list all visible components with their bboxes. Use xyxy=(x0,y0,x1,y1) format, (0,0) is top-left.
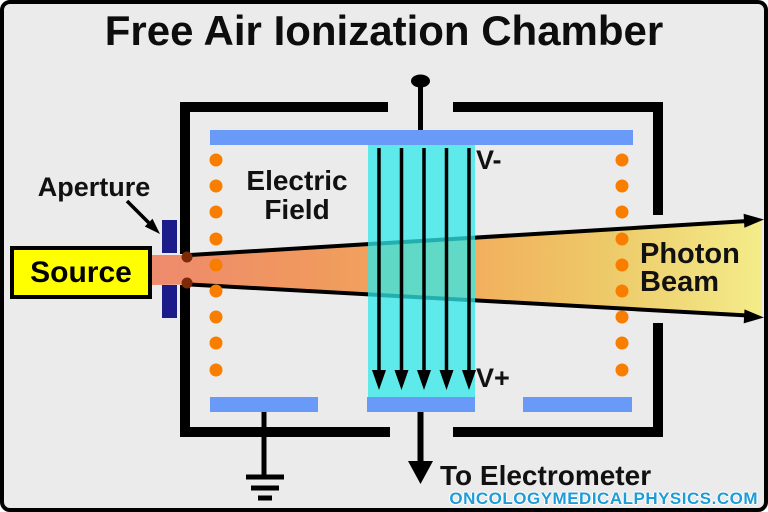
ion-dot xyxy=(209,179,223,193)
electric-field-label-line1: Electric xyxy=(246,165,348,196)
ion-dot xyxy=(615,205,629,219)
ion-dot xyxy=(209,258,223,272)
ion-dot xyxy=(615,153,629,167)
photon-beam-label-line1: Photon xyxy=(640,238,740,270)
aperture-block-top xyxy=(162,220,177,253)
top-electrode-plate xyxy=(210,130,633,145)
hv-terminal xyxy=(411,74,430,132)
ion-dots-left xyxy=(209,153,223,377)
guard-plate-right xyxy=(523,397,632,412)
aperture-arrowhead-icon xyxy=(144,218,160,234)
chamber-wall-top-right xyxy=(453,102,663,112)
aperture-label: Aperture xyxy=(37,172,151,202)
ion-dot xyxy=(615,310,629,324)
field-line-arrowhead-icon xyxy=(462,370,476,390)
guard-plate-left xyxy=(210,397,318,412)
electric-field-region xyxy=(368,145,475,397)
ion-dot xyxy=(209,232,223,246)
beam-aperture-dot-bottom xyxy=(181,277,193,289)
to-electrometer-label: To Electrometer xyxy=(440,460,652,491)
ion-dot xyxy=(615,284,629,298)
ion-dot xyxy=(615,179,629,193)
aperture-blocks xyxy=(162,220,177,318)
ion-dot xyxy=(209,363,223,377)
electric-field-label: Electric Field xyxy=(212,165,382,225)
ion-dot xyxy=(615,363,629,377)
field-line-arrowhead-icon xyxy=(439,370,454,390)
chamber-wall-bottom-left xyxy=(180,427,390,437)
electrometer-arrow xyxy=(408,410,433,484)
chamber-wall-left-upper xyxy=(180,102,190,254)
ion-dot xyxy=(209,205,223,219)
beam-aperture-dot-top xyxy=(181,251,193,263)
website-text: ONCOLOGYMEDICALPHYSICS.COM xyxy=(449,489,758,508)
chamber-wall-left-lower xyxy=(180,285,190,437)
chamber-wall-top-left xyxy=(180,102,388,112)
electric-field-lines xyxy=(372,148,476,390)
beam-arrowhead-bottom-icon xyxy=(743,309,764,324)
ion-dot xyxy=(209,153,223,167)
ion-dot xyxy=(209,310,223,324)
chamber-wall-right-lower xyxy=(653,323,663,437)
aperture-pointer-arrow xyxy=(125,199,160,234)
chamber-wall-right-upper xyxy=(653,102,663,215)
v-plus-label: V+ xyxy=(476,363,510,393)
ion-dot xyxy=(209,284,223,298)
page-title: Free Air Ionization Chamber xyxy=(104,7,664,54)
source-label: Source xyxy=(30,255,132,289)
source-box: Source xyxy=(10,246,152,299)
ground-symbol-icon xyxy=(246,410,284,501)
chamber-wall-bottom-right xyxy=(453,427,663,437)
ion-dot xyxy=(615,336,629,350)
aperture-arrow-line xyxy=(125,199,152,226)
photon-beam-label-line2: Beam xyxy=(640,266,719,299)
electrometer-arrowhead-icon xyxy=(408,461,433,484)
ion-dot xyxy=(615,232,629,246)
ion-dots-right xyxy=(615,153,629,377)
collector-plate xyxy=(367,397,475,412)
hv-terminal-dot-icon xyxy=(411,74,430,88)
electric-field-label-line2: Field xyxy=(264,193,330,225)
field-line-arrowhead-icon xyxy=(417,370,431,390)
field-line-arrowhead-icon xyxy=(394,370,409,390)
ion-dot xyxy=(209,336,223,350)
chamber-wall xyxy=(180,102,663,437)
aperture-block-bottom xyxy=(162,285,177,318)
beam-arrowhead-top-icon xyxy=(743,213,764,228)
photon-beam-label: Photon Beam xyxy=(640,240,740,297)
field-line-arrowhead-icon xyxy=(372,370,386,390)
electrode-plates xyxy=(210,130,633,412)
v-minus-label: V- xyxy=(476,145,502,175)
ion-dot xyxy=(615,258,629,272)
